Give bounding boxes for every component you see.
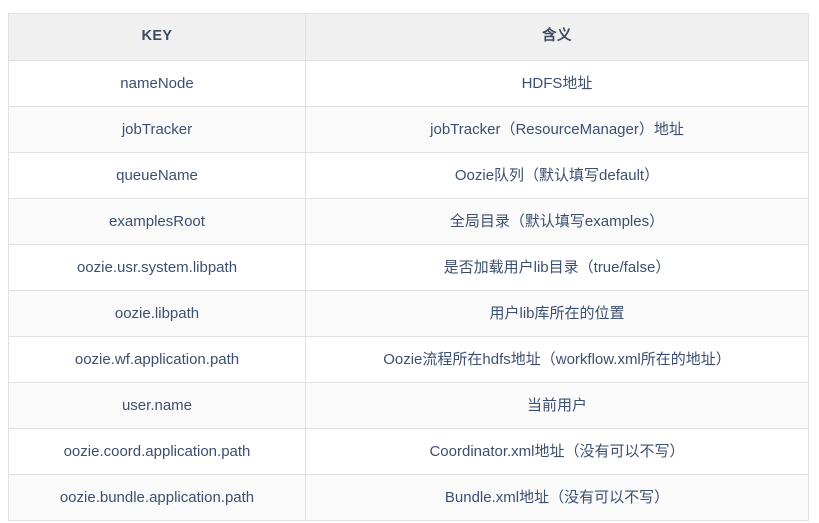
column-header-key-label: KEY [141, 28, 173, 45]
table-header-row: KEY 含义 [8, 13, 809, 61]
cell-meaning: HDFS地址 [305, 60, 809, 107]
table-row: user.name 当前用户 [8, 382, 809, 429]
column-header-meaning: 含义 [305, 13, 809, 61]
cell-key: examplesRoot [8, 198, 306, 245]
cell-key-text: queueName [116, 166, 198, 184]
cell-key-text: oozie.wf.application.path [74, 350, 240, 368]
cell-meaning-text: jobTracker（ResourceManager）地址 [430, 120, 684, 138]
cell-key: oozie.coord.application.path [8, 428, 306, 475]
cell-meaning: Coordinator.xml地址（没有可以不写） [305, 428, 809, 475]
cell-key-text: oozie.coord.application.path [63, 442, 251, 460]
oozie-config-table: KEY 含义 nameNode HDFS地址 jobTracker jobTra… [8, 13, 809, 521]
cell-meaning: jobTracker（ResourceManager）地址 [305, 106, 809, 153]
cell-meaning-text: HDFS地址 [521, 74, 593, 92]
cell-meaning-text: 是否加载用户lib目录（true/false） [443, 258, 671, 276]
column-header-meaning-label: 含义 [542, 28, 572, 45]
cell-meaning-text: 全局目录（默认填写examples） [449, 212, 665, 230]
cell-meaning-text: 当前用户 [526, 396, 587, 414]
table-row: nameNode HDFS地址 [8, 60, 809, 107]
table-row: oozie.libpath 用户lib库所在的位置 [8, 290, 809, 337]
cell-meaning: 全局目录（默认填写examples） [305, 198, 809, 245]
table-row: examplesRoot 全局目录（默认填写examples） [8, 198, 809, 245]
table-row: oozie.bundle.application.path Bundle.xml… [8, 474, 809, 521]
cell-key-text: jobTracker [121, 120, 193, 138]
cell-meaning: Bundle.xml地址（没有可以不写） [305, 474, 809, 521]
table-body: nameNode HDFS地址 jobTracker jobTracker（Re… [8, 60, 809, 521]
table-row: oozie.usr.system.libpath 是否加载用户lib目录（tru… [8, 244, 809, 291]
cell-key-text: user.name [121, 396, 193, 414]
cell-key-text: examplesRoot [109, 212, 205, 230]
cell-meaning: Oozie流程所在hdfs地址（workflow.xml所在的地址） [305, 336, 809, 383]
cell-key: oozie.usr.system.libpath [8, 244, 306, 291]
cell-meaning-text: Bundle.xml地址（没有可以不写） [444, 488, 670, 506]
cell-meaning: 是否加载用户lib目录（true/false） [305, 244, 809, 291]
column-header-key: KEY [8, 13, 306, 61]
cell-key: user.name [8, 382, 306, 429]
cell-key: oozie.wf.application.path [8, 336, 306, 383]
cell-key: jobTracker [8, 106, 306, 153]
cell-meaning-text: Coordinator.xml地址（没有可以不写） [429, 442, 685, 460]
config-table-container: KEY 含义 nameNode HDFS地址 jobTracker jobTra… [8, 13, 809, 521]
table-row: oozie.coord.application.path Coordinator… [8, 428, 809, 475]
cell-meaning: Oozie队列（默认填写default） [305, 152, 809, 199]
cell-meaning: 用户lib库所在的位置 [305, 290, 809, 337]
cell-key-text: oozie.usr.system.libpath [76, 258, 238, 276]
cell-key: oozie.libpath [8, 290, 306, 337]
cell-key: oozie.bundle.application.path [8, 474, 306, 521]
table-row: oozie.wf.application.path Oozie流程所在hdfs地… [8, 336, 809, 383]
cell-meaning-text: Oozie流程所在hdfs地址（workflow.xml所在的地址） [383, 350, 731, 368]
cell-key: queueName [8, 152, 306, 199]
cell-meaning-text: 用户lib库所在的位置 [489, 304, 625, 322]
table-row: jobTracker jobTracker（ResourceManager）地址 [8, 106, 809, 153]
table-row: queueName Oozie队列（默认填写default） [8, 152, 809, 199]
cell-meaning-text: Oozie队列（默认填写default） [454, 166, 660, 184]
cell-key-text: oozie.libpath [114, 304, 200, 322]
cell-key-text: nameNode [120, 74, 194, 92]
cell-key: nameNode [8, 60, 306, 107]
cell-meaning: 当前用户 [305, 382, 809, 429]
cell-key-text: oozie.bundle.application.path [59, 488, 255, 506]
table-header: KEY 含义 [8, 13, 809, 61]
